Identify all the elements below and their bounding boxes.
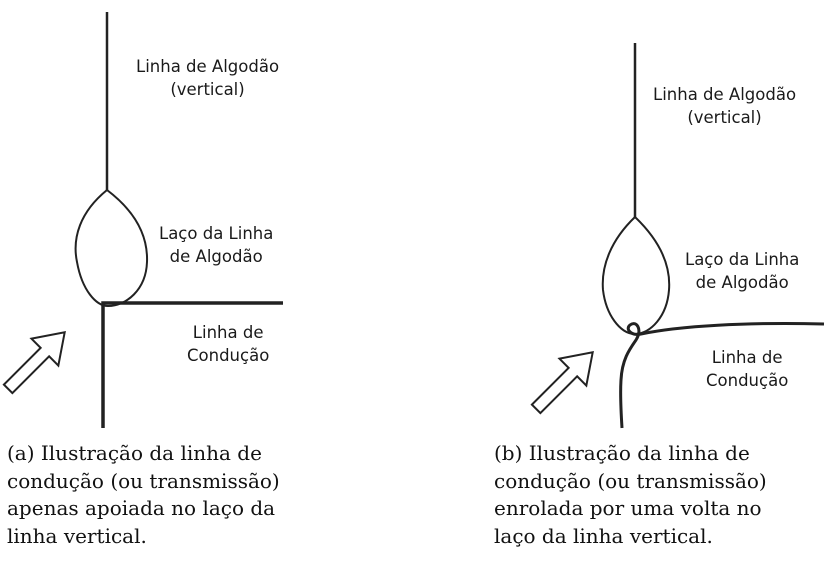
conduction-line [101,301,283,428]
loop-label-line1: Laço da Linha [685,250,800,269]
diagram-a [2,12,283,428]
loop-label-a: Laço da Linha de Algodão [159,222,273,268]
loop-label-b: Laço da Linha de Algodão [685,248,799,294]
loop-label-line2: de Algodão [695,273,789,292]
diagram-b [530,43,825,429]
caption-a: (a) Ilustração da linha de condução (ou … [7,440,280,550]
caption-b: (b) Ilustração da linha de condução (ou … [494,440,767,550]
conduction-label-a: Linha de Condução [187,321,269,367]
conduction-label-line2: Condução [706,371,789,390]
conduction-label-b: Linha de Condução [706,346,788,392]
pointer-arrow-icon [530,351,594,415]
conduction-label-line1: Linha de [711,348,783,367]
loop-label-line1: Laço da Linha [159,224,274,243]
figure-panel-a: Linha de Algodão (vertical) Laço da Linh… [2,12,283,550]
thread-label-a: Linha de Algodão (vertical) [136,55,279,101]
caption-line: linha vertical. [7,523,147,548]
conduction-line [619,322,825,429]
thread-loop [601,215,671,336]
pointer-arrow-icon [2,331,66,395]
thread-name: Linha de Algodão [136,57,280,76]
conduction-label-line1: Linha de [192,323,264,342]
caption-line: laço da linha vertical. [494,523,713,548]
thread-name: Linha de Algodão [653,85,797,104]
thread-orientation: (vertical) [687,108,762,127]
caption-line: (b) Ilustração da linha de [494,441,750,465]
caption-line: (a) Ilustração da linha de [7,441,262,465]
conduction-label-line2: Condução [187,346,270,365]
caption-line: enrolada por uma volta no [494,496,762,520]
caption-line: apenas apoiada no laço da [7,496,276,520]
caption-line: condução (ou transmissão) [7,468,280,493]
thread-label-b: Linha de Algodão (vertical) [653,83,796,129]
figure-panel-b: Linha de Algodão (vertical) Laço da Linh… [417,0,834,569]
caption-line: condução (ou transmissão) [494,468,767,493]
loop-label-line2: de Algodão [169,247,263,266]
thread-loop [74,188,149,308]
thread-orientation: (vertical) [170,80,245,99]
